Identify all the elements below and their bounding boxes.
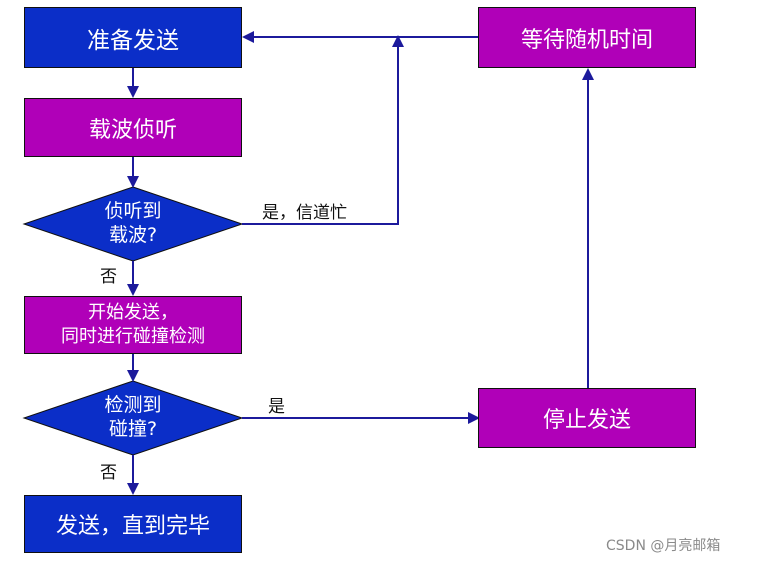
edge-label-yes: 是 (268, 397, 285, 417)
edge-label-no-2: 否 (100, 463, 117, 483)
sense-decision-label: 侦听到 载波? (104, 200, 162, 246)
sense-box: 载波侦听 (24, 98, 242, 157)
prepare-label: 准备发送 (87, 27, 179, 54)
start-box: 开始发送， 同时进行碰撞检测 (24, 296, 242, 354)
collision-decision-label: 检测到 碰撞? (104, 394, 162, 440)
sense-label: 载波侦听 (88, 117, 177, 143)
wait-box: 等待随机时间 (478, 7, 696, 68)
edge-label-yes-busy: 是，信道忙 (262, 203, 347, 223)
edge-label-no-1: 否 (100, 267, 117, 287)
stop-label: 停止发送 (542, 408, 631, 433)
wait-label: 等待随机时间 (520, 27, 653, 53)
prepare-box: 准备发送 (24, 7, 242, 68)
arrow-busy-loop (242, 35, 404, 225)
start-label: 开始发送， 同时进行碰撞检测 (61, 302, 205, 347)
watermark: CSDN @月亮邮箱 (606, 538, 721, 554)
stop-box: 停止发送 (478, 388, 696, 448)
finish-box: 发送，直到完毕 (24, 495, 242, 553)
finish-label: 发送，直到完毕 (55, 514, 210, 539)
